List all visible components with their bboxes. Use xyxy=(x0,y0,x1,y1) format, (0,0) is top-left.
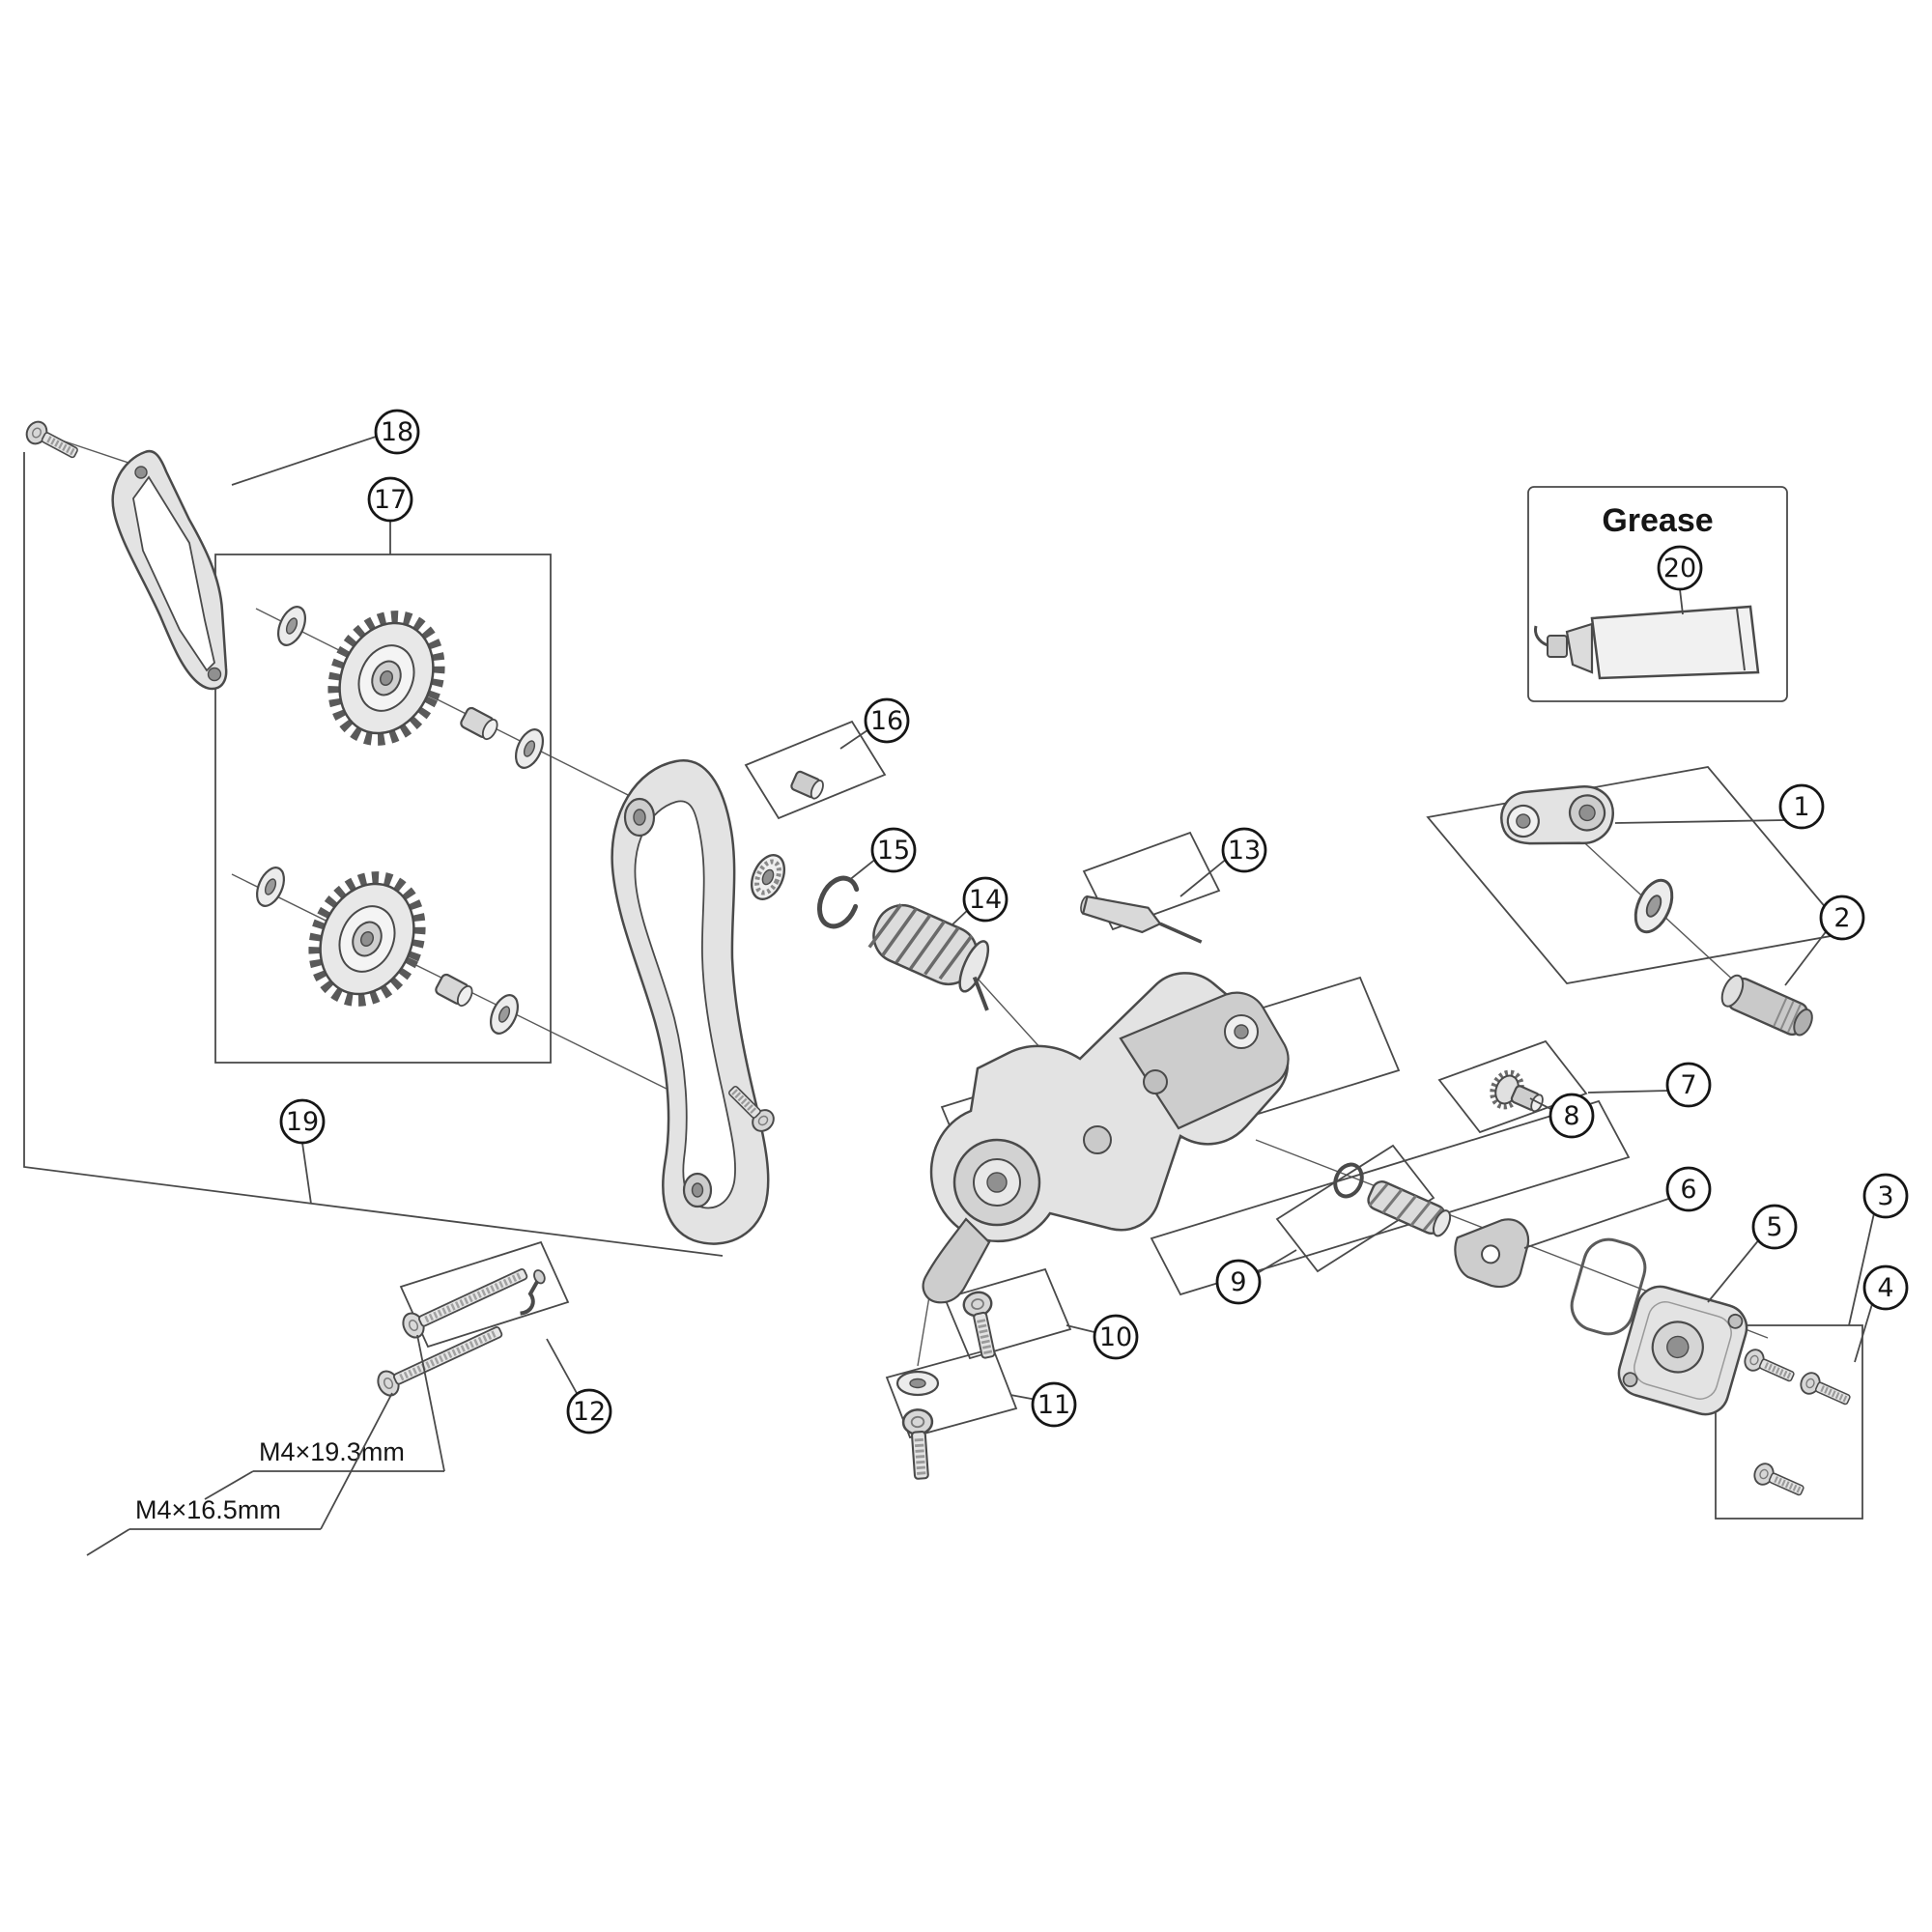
callout-1: 1 xyxy=(1778,783,1825,830)
svg-text:20: 20 xyxy=(1663,554,1696,583)
callout-8: 8 xyxy=(1548,1093,1595,1139)
callout-10: 10 xyxy=(1093,1314,1139,1360)
bearing-ring xyxy=(750,854,786,900)
callout-13: 13 xyxy=(1221,827,1267,873)
svg-text:14: 14 xyxy=(969,885,1002,915)
stop-bolt xyxy=(902,1408,936,1479)
svg-text:3: 3 xyxy=(1877,1181,1893,1211)
svg-text:5: 5 xyxy=(1766,1212,1782,1242)
grease-box: Grease xyxy=(1527,486,1788,702)
callout-11: 11 xyxy=(1031,1381,1077,1428)
callout-19: 19 xyxy=(279,1098,326,1145)
pulley-bolt-cap xyxy=(790,770,824,800)
pulley-washer xyxy=(484,989,525,1039)
mount-bolt-long xyxy=(399,1262,530,1341)
mount-bolt-short xyxy=(374,1320,505,1399)
grease-label: Grease xyxy=(1602,502,1713,539)
cable-fixing-piece xyxy=(1080,895,1203,944)
bracket-washer xyxy=(1627,873,1681,939)
cable-guide xyxy=(1454,1218,1530,1289)
bracket-bolt xyxy=(1720,974,1813,1037)
callout-14: 14 xyxy=(962,876,1009,923)
callout-16: 16 xyxy=(864,697,910,744)
callout-9: 9 xyxy=(1215,1259,1262,1305)
dimension-screw-short: M4×16.5mm xyxy=(135,1495,281,1524)
svg-text:4: 4 xyxy=(1877,1273,1893,1303)
callout-20: 20 xyxy=(1657,545,1703,591)
pulley-washer xyxy=(271,601,312,651)
callout-2: 2 xyxy=(1819,895,1865,941)
cable-clip xyxy=(520,1269,546,1316)
svg-text:6: 6 xyxy=(1680,1175,1696,1205)
callout-7: 7 xyxy=(1665,1062,1712,1108)
callout-5: 5 xyxy=(1751,1204,1798,1250)
svg-text:17: 17 xyxy=(374,485,407,515)
dimension-screw-long: M4×19.3mm xyxy=(259,1437,405,1466)
pulley-assembly xyxy=(250,600,550,1039)
svg-text:11: 11 xyxy=(1037,1390,1070,1420)
stop-washer xyxy=(895,1370,940,1397)
cover-screws xyxy=(1742,1347,1853,1501)
derailleur-body xyxy=(922,972,1290,1304)
snap-ring xyxy=(816,875,861,929)
grease-tube xyxy=(1534,605,1760,680)
svg-text:8: 8 xyxy=(1563,1101,1579,1131)
svg-text:1: 1 xyxy=(1793,792,1809,822)
svg-text:13: 13 xyxy=(1228,836,1261,866)
callout-15: 15 xyxy=(870,827,917,873)
leader-lines xyxy=(231,436,1875,1401)
outer-plate xyxy=(111,449,228,691)
callout-4: 4 xyxy=(1862,1264,1909,1311)
svg-text:18: 18 xyxy=(381,417,413,447)
cage-fixing-screw xyxy=(23,418,81,464)
svg-text:2: 2 xyxy=(1833,903,1850,933)
ratchet-unit xyxy=(1490,1069,1544,1113)
svg-text:16: 16 xyxy=(870,706,903,736)
pulley-washer xyxy=(250,862,291,912)
gasket xyxy=(1570,1237,1647,1336)
inner-plate xyxy=(611,758,770,1245)
tension-pulley xyxy=(296,861,440,1018)
callout-17: 17 xyxy=(367,476,413,523)
pulley-washer xyxy=(509,724,550,774)
svg-text:19: 19 xyxy=(286,1107,319,1137)
o-ring xyxy=(1333,1162,1364,1199)
pulley-group-box xyxy=(214,554,552,1064)
callout-3: 3 xyxy=(1862,1173,1909,1219)
svg-text:15: 15 xyxy=(877,836,910,866)
svg-text:10: 10 xyxy=(1099,1322,1132,1352)
callout-12: 12 xyxy=(566,1388,612,1435)
screw-set-box xyxy=(1715,1324,1863,1520)
guide-pulley xyxy=(315,600,459,757)
svg-text:12: 12 xyxy=(573,1397,606,1427)
spring-bushing xyxy=(1367,1180,1452,1237)
dimension-labels: M4×19.3mm M4×16.5mm xyxy=(86,1334,445,1556)
pulley-bushing xyxy=(458,705,501,743)
svg-text:9: 9 xyxy=(1230,1267,1246,1297)
svg-text:7: 7 xyxy=(1680,1070,1696,1100)
callout-18: 18 xyxy=(374,409,420,455)
motor-cover xyxy=(1617,1285,1748,1416)
pivot-bolt xyxy=(961,1290,1002,1360)
callout-6: 6 xyxy=(1665,1166,1712,1212)
pulley-bushing xyxy=(433,972,476,1009)
bracket-link xyxy=(1500,785,1614,845)
